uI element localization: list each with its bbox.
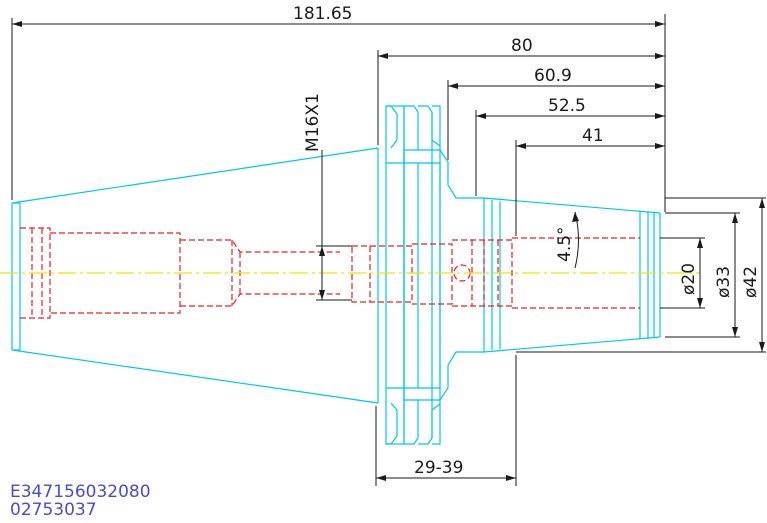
dim-length-52-5: 52.5 [548, 96, 586, 116]
dim-thread: M16X1 [303, 93, 323, 152]
dim-length-60-9: 60.9 [534, 66, 572, 86]
part-number: E347156032080 [10, 482, 151, 502]
tool-holder-body [11, 105, 661, 445]
dim-length-41: 41 [582, 126, 604, 146]
order-number: 02753037 [10, 500, 97, 520]
dim-dia-20: ø20 [679, 263, 699, 295]
dim-dia-33: ø33 [714, 266, 734, 298]
dim-dia-42: ø42 [741, 266, 761, 298]
dim-angle: 4.5° [555, 226, 575, 262]
internal-bore-hidden-lines [20, 227, 640, 319]
dim-length-80: 80 [511, 36, 533, 56]
dimension-lines [11, 14, 766, 486]
dim-overall-length: 181.65 [293, 4, 352, 24]
dimension-arrowheads [12, 21, 765, 481]
dim-range: 29-39 [414, 458, 463, 478]
